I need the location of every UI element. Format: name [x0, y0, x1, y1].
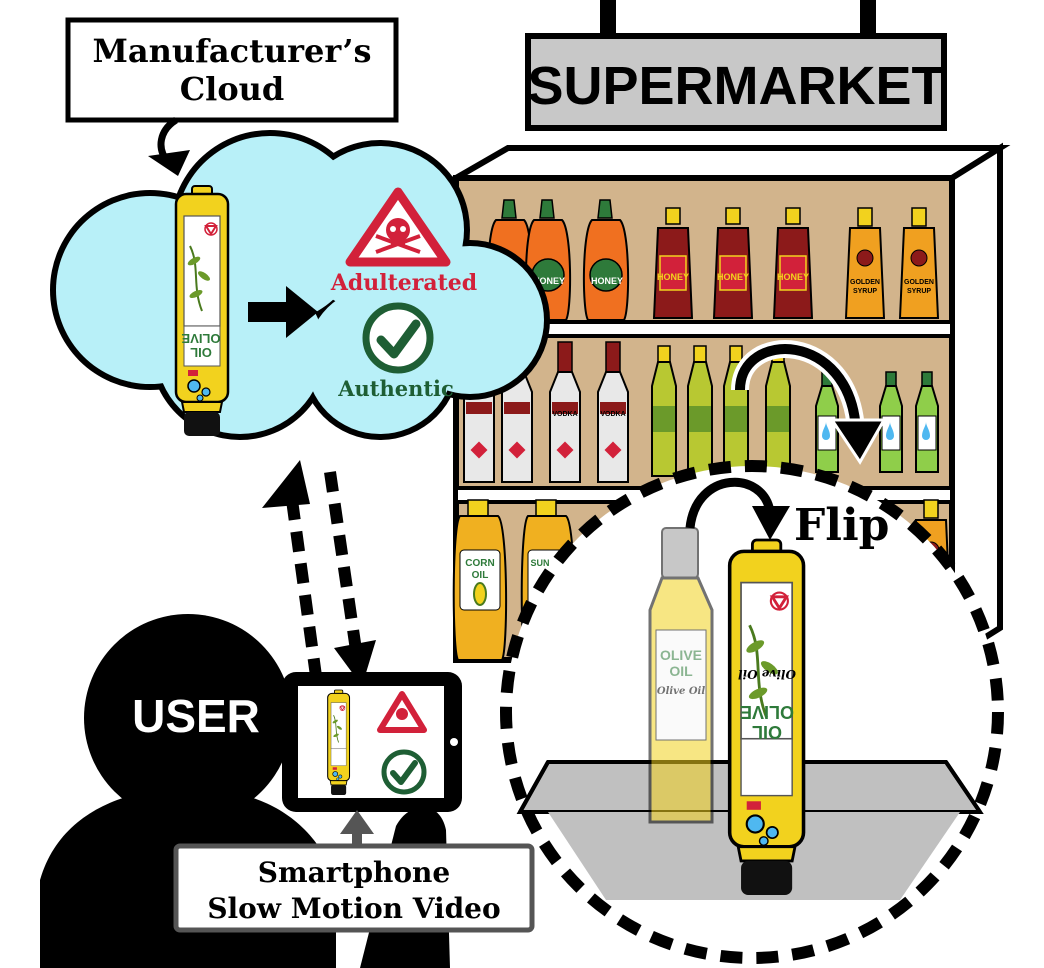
product-label: SYRUP — [907, 288, 931, 295]
arrow-right-icon — [248, 286, 318, 338]
product-label: HONEY — [657, 272, 689, 282]
smartphone — [282, 672, 462, 812]
cloud-bottle-label-group: OLIVE OIL — [181, 331, 220, 360]
flipped-label-group: OLIVE OIL Olive Oil — [738, 667, 796, 742]
smartphone-caption-line2: Slow Motion Video — [207, 892, 500, 925]
result-adulterated: Adulterated — [330, 270, 477, 296]
sign-hanger-right — [860, 0, 876, 40]
ghost-label-olive: OLIVE — [660, 647, 702, 663]
product-label: SUN — [530, 558, 549, 568]
phone-bottle-preview — [327, 689, 351, 796]
cloud-bottle-label-oil: OIL — [190, 345, 212, 360]
product-label: CORN — [465, 558, 494, 569]
product-label: GOLDEN — [904, 279, 934, 286]
product-label: HONEY — [777, 272, 809, 282]
phone-skull-warning-icon — [377, 691, 427, 733]
product-label: HONEY — [591, 276, 623, 286]
ghost-label-script: Olive Oil — [657, 686, 705, 697]
flipped-label-olive: OLIVE — [740, 702, 794, 722]
shelf-flip-arrow-icon — [731, 340, 887, 465]
manufacturers-cloud: Manufacturer’s Cloud OLIVE OIL Adulterat… — [50, 17, 550, 440]
smartphone-caption-box — [173, 843, 535, 933]
supermarket-sign — [525, 33, 947, 131]
phone-checkmark-icon — [381, 749, 427, 795]
checkmark-circle-icon — [362, 302, 434, 374]
user-head — [84, 614, 292, 822]
zoom-view: OLIVE OIL Olive Oil Flip OLIVE OIL Olive… — [500, 460, 1004, 964]
product-label: HONEY — [533, 276, 565, 286]
product-label: VODKA — [600, 411, 625, 418]
product-label: SYRUP — [853, 288, 877, 295]
cloud-bottle-label-olive: OLIVE — [181, 331, 220, 346]
result-authentic: Authentic — [337, 376, 454, 401]
skull-warning-icon — [345, 187, 451, 267]
shelf-row-bottom: CORN OIL SUN — [452, 499, 951, 661]
cloud-title-box — [65, 17, 399, 123]
smartphone-caption-line1: Smartphone — [258, 856, 450, 889]
user: USER Smartphone Slow Motion Video — [40, 614, 535, 968]
flip-label: Flip — [794, 500, 889, 551]
shelf-row-middle: VODKA VODKA — [463, 341, 939, 483]
user-label: USER — [132, 690, 260, 742]
product-label: GOLDEN — [850, 279, 880, 286]
sign-hanger-left — [600, 0, 616, 40]
flipped-label-oil: OIL — [752, 722, 782, 742]
dashed-double-arrow-icon — [262, 460, 376, 686]
shelf-row-top: HONEY HONEY HONEY HONEY HONEY GOLDEN SYR… — [486, 199, 939, 321]
supermarket: SUPERMARKET HONEY HONEY HONEY HONEY HONE… — [444, 0, 1011, 664]
cloud-title-pointer-head — [148, 150, 190, 176]
product-label: HONEY — [717, 272, 749, 282]
olive-oil-bottle-ghost: OLIVE OIL Olive Oil — [648, 527, 714, 824]
ghost-label-oil: OIL — [669, 663, 693, 679]
cloud-title-line1: Manufacturer’s — [92, 32, 371, 70]
product-label: OIL — [472, 570, 489, 581]
olive-oil-bottle-cloud — [174, 184, 230, 438]
flipped-label-script: Olive Oil — [738, 667, 796, 681]
supermarket-sign-text: SUPERMARKET — [527, 56, 944, 116]
cloud-title-line2: Cloud — [180, 70, 285, 108]
product-label: VODKA — [552, 411, 577, 418]
flip-arrow-icon — [685, 477, 790, 540]
